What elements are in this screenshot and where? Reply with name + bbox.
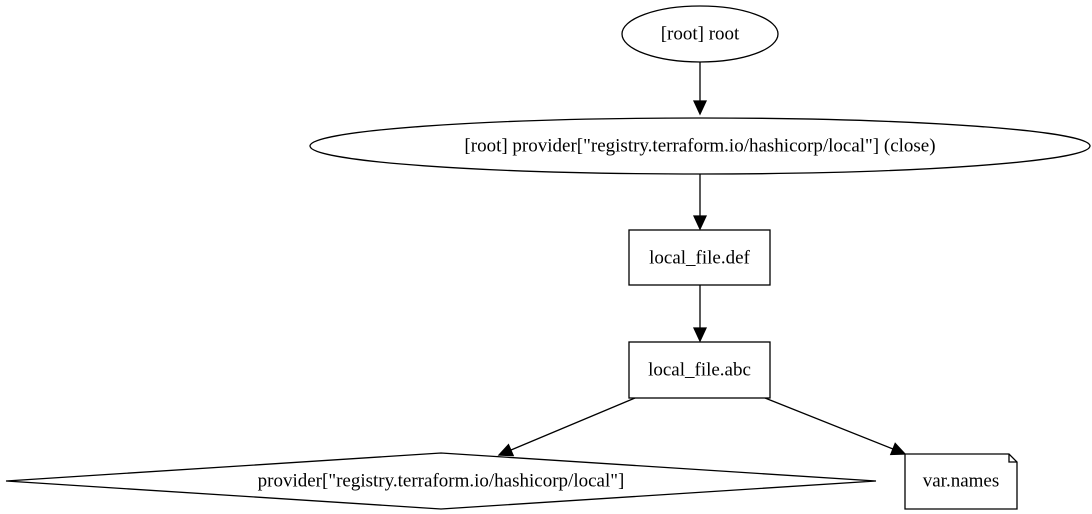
node-provider-diamond — [5, 452, 877, 510]
edge-local-file-abc-to-var-names — [764, 397, 907, 456]
edge-provider-close-to-local-file-def — [692, 174, 708, 231]
edge-local-file-abc-to-provider — [497, 397, 636, 457]
node-root[interactable]: [root] root — [621, 5, 779, 63]
node-root-ellipse — [621, 5, 779, 63]
edge-local-file-def-to-local-file-abc — [692, 285, 708, 343]
node-local-file-def[interactable]: local_file.def — [628, 229, 771, 286]
node-local-file-abc-box — [628, 341, 771, 399]
node-var-names-label: var.names — [923, 471, 1000, 492]
node-local-file-def-label: local_file.def — [649, 248, 750, 269]
node-root-label: [root] root — [661, 24, 740, 45]
node-var-names[interactable]: var.names — [904, 453, 1018, 510]
node-provider-close[interactable]: [root] provider["registry.terraform.io/h… — [309, 117, 1091, 175]
node-local-file-abc-label: local_file.abc — [648, 360, 751, 381]
edge-root-to-provider-close — [692, 62, 708, 116]
node-local-file-def-box — [628, 229, 771, 286]
node-provider-close-ellipse — [309, 117, 1091, 175]
node-var-names-note — [904, 453, 1018, 510]
node-local-file-abc[interactable]: local_file.abc — [628, 341, 771, 399]
node-provider-label: provider["registry.terraform.io/hashicor… — [258, 471, 625, 492]
node-var-names-note-fold — [1008, 454, 1017, 463]
node-provider[interactable]: provider["registry.terraform.io/hashicor… — [5, 452, 877, 510]
node-provider-close-label: [root] provider["registry.terraform.io/h… — [464, 136, 935, 157]
